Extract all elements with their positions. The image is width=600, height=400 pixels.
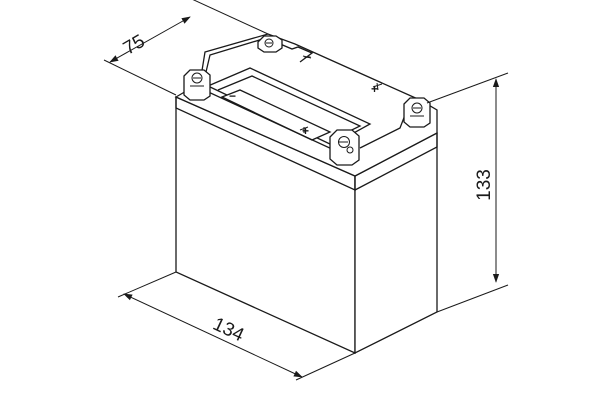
negative-terminal-symbol: − — [304, 50, 311, 64]
length-extension-line-left — [117, 271, 177, 298]
length-dimension-line — [123, 293, 303, 378]
terminal-back-right — [403, 97, 431, 128]
depth-dimension-line — [109, 16, 191, 63]
depth-extension-line-left — [103, 59, 177, 96]
battery-lid — [174, 33, 438, 177]
length-extension-line-right — [295, 352, 356, 381]
positive-terminal-symbol: + — [371, 82, 378, 96]
terminal-front-left — [183, 69, 211, 101]
height-extension-line-bottom — [436, 284, 509, 313]
terminal-front-right — [329, 129, 360, 166]
negative-terminal-symbol-front: − — [229, 89, 236, 103]
vent-mark-3 — [302, 55, 312, 59]
depth-dimension-label: 75 — [120, 31, 149, 60]
height-dimension-label: 133 — [474, 169, 495, 201]
vent-mark-2 — [372, 82, 383, 91]
positive-terminal-symbol-front: + — [302, 124, 309, 138]
depth-extension-line-right — [192, 0, 269, 35]
vent-mark-1 — [299, 126, 309, 133]
height-extension-line-top — [426, 72, 509, 104]
length-dimension-label: 134 — [210, 314, 248, 347]
lid-raised-step — [205, 37, 314, 73]
battery-top-rim-side — [354, 133, 438, 191]
terminal-back-left — [257, 35, 283, 53]
height-dimension: 133 — [426, 72, 509, 313]
battery-top-rim-front — [175, 97, 356, 192]
